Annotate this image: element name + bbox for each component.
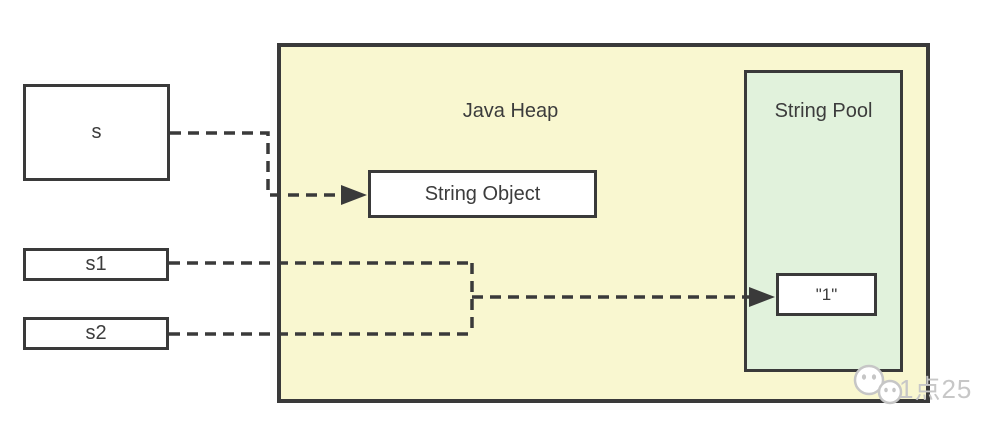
string-object-label: String Object [424, 182, 541, 205]
variable-box-s: s [23, 84, 170, 181]
string-literal-box: "1" [776, 273, 877, 316]
string-pool-label: String Pool [774, 100, 873, 122]
variable-label-s1: s1 [85, 253, 107, 275]
variable-label-s2: s2 [85, 322, 107, 344]
string-pool-region [744, 70, 903, 372]
variable-box-s2: s2 [23, 317, 169, 350]
variable-box-s1: s1 [23, 248, 169, 281]
string-object-box: String Object [368, 170, 597, 218]
string-literal-label: "1" [815, 284, 838, 304]
java-heap-label: Java Heap [462, 100, 559, 122]
watermark-text: 1点25 [899, 374, 973, 404]
variable-label-s: s [91, 121, 102, 143]
